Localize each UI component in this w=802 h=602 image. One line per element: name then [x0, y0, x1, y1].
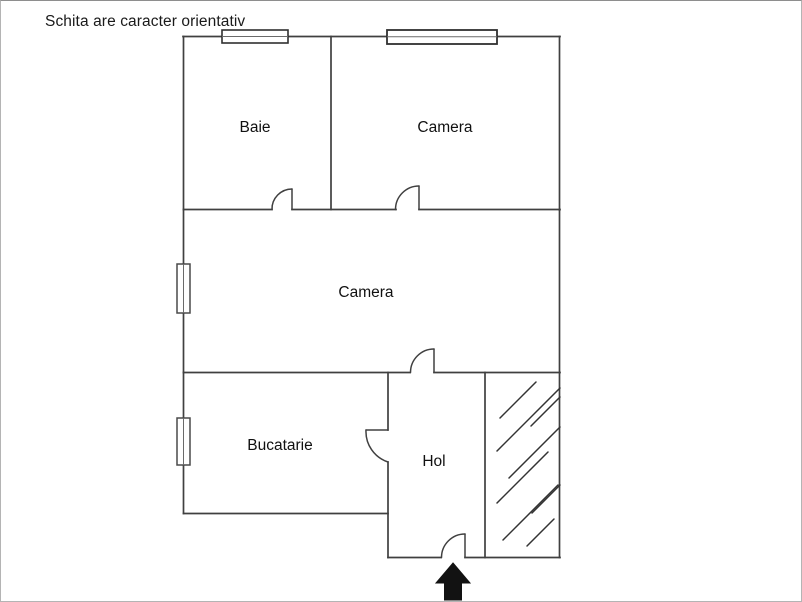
door-camera-hol [409, 348, 435, 374]
window-baie-top [221, 29, 289, 44]
room-label-bucatarie: Bucatarie [247, 437, 312, 454]
window-camera-top [386, 29, 498, 45]
room-label-group: Baie Camera Camera Bucatarie Hol [239, 119, 472, 470]
room-label-camera-top: Camera [417, 119, 473, 136]
door-bucatarie-hol [365, 429, 389, 463]
door-entrance [440, 533, 466, 559]
window-camera-left [176, 263, 191, 314]
door-group [271, 185, 466, 559]
hatched-balcony [496, 381, 561, 547]
window-bucatarie-left [176, 417, 191, 466]
entrance-arrow-up [434, 562, 472, 601]
room-label-hol: Hol [422, 453, 445, 470]
room-label-camera-mid: Camera [338, 284, 394, 301]
window-group [176, 29, 498, 466]
page-title: Schita are caracter orientativ [45, 13, 246, 30]
room-label-baie: Baie [239, 119, 270, 136]
door-camera-top [394, 185, 420, 211]
door-baie [271, 188, 293, 211]
